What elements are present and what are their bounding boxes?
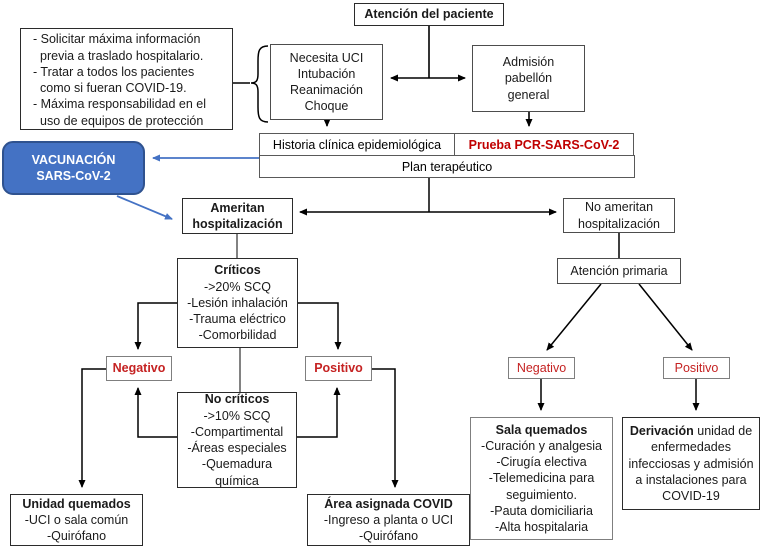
node-label: Positivo	[314, 361, 363, 376]
node-atencion-primaria: Atención primaria	[557, 258, 681, 284]
node-line: SARS-CoV-2	[36, 169, 111, 183]
node-title: Derivación	[629, 424, 694, 438]
node-item: -Trauma eléctrico	[189, 312, 286, 327]
node-line: Admisión	[502, 55, 555, 70]
node-line: Reanimación	[290, 83, 363, 97]
cell-historia-clinica: Historia clínica epidemiológica	[259, 133, 455, 156]
node-ameritan-hospitalizacion: Ameritan hospitalización	[182, 198, 293, 234]
node-negativo-izquierda: Negativo	[106, 356, 172, 381]
historia-plan-table: Historia clínica epidemiológica Prueba P…	[259, 133, 635, 178]
node-admision-pabellon: Admisión pabellón general	[472, 45, 585, 112]
node-item: -Áreas especiales	[187, 441, 287, 455]
node-vacunacion-sars-cov-2: VACUNACIÓN SARS-CoV-2	[2, 141, 145, 195]
node-atencion-paciente: Atención del paciente	[354, 3, 504, 26]
node-title: Sala quemados	[495, 422, 588, 437]
node-item: -Ingreso a planta o UCI	[323, 512, 454, 527]
node-title: Área asignada COVID	[324, 496, 453, 511]
node-label: No ameritan hospitalización	[578, 200, 660, 231]
node-item: -UCI o sala común	[24, 512, 129, 527]
node-criticos: Críticos ->20% SCQ -Lesión inhalación -T…	[177, 258, 298, 348]
node-item: -Telemedicina para seguimiento.	[488, 471, 595, 502]
node-necesita-uci: Necesita UCI Intubación Reanimación Choq…	[270, 44, 383, 120]
node-line: VACUNACIÓN	[31, 152, 116, 167]
node-item: -Cirugía electiva	[496, 455, 587, 470]
node-item: -Quirófano	[46, 529, 107, 544]
node-item: -Quemadura química	[201, 457, 273, 488]
node-line: Intubación	[297, 66, 356, 81]
recomendacion-item: - Máxima responsabilidad en el uso de eq…	[33, 97, 207, 128]
node-item: -Alta hospitalaria	[494, 520, 589, 535]
node-item: -Quirófano	[358, 529, 419, 544]
node-title: Unidad quemados	[22, 496, 131, 511]
node-negativo-derecha: Negativo	[508, 357, 575, 379]
node-title: Críticos	[214, 263, 261, 278]
node-item: -Compartimental	[190, 424, 284, 439]
node-recomendaciones: - Solicitar máxima información previa a …	[20, 28, 233, 130]
node-text: unidad de enfermedades infecciosas y adm…	[628, 424, 754, 503]
node-unidad-quemados: Unidad quemados -UCI o sala común -Quiró…	[10, 494, 143, 546]
node-line: pabellón	[504, 71, 553, 86]
node-positivo-derecha: Positivo	[663, 357, 730, 379]
node-label: Ameritan hospitalización	[192, 200, 283, 231]
node-item: ->20% SCQ	[203, 279, 272, 294]
node-line: general	[507, 87, 550, 102]
node-no-criticos: No críticos ->10% SCQ -Compartimental -Á…	[177, 392, 297, 488]
node-item: ->10% SCQ	[203, 408, 271, 423]
node-item: -Curación y analgesia	[481, 438, 602, 453]
node-item: -Lesión inhalación	[187, 295, 288, 310]
node-label: Positivo	[674, 360, 719, 375]
recomendacion-item: - Tratar a todos los pacientes como si f…	[33, 64, 195, 95]
node-label: Atención del paciente	[364, 7, 494, 22]
node-sala-quemados: Sala quemados -Curación y analgesia -Cir…	[470, 417, 613, 540]
node-label: Negativo	[516, 360, 567, 375]
node-derivacion-covid: Derivación unidad de enfermedades infecc…	[622, 417, 760, 510]
node-line: Choque	[304, 99, 349, 114]
table-row: Plan terapéutico	[259, 155, 635, 178]
cell-prueba-pcr: Prueba PCR-SARS-CoV-2	[454, 133, 634, 156]
node-item: -Pauta domiciliaria	[490, 503, 593, 518]
node-line: Necesita UCI	[289, 50, 364, 65]
node-title: No críticos	[204, 392, 270, 407]
node-area-asignada-covid: Área asignada COVID -Ingreso a planta o …	[307, 494, 470, 546]
node-label: Atención primaria	[570, 263, 668, 278]
cell-plan-terapeutico: Plan terapéutico	[259, 155, 635, 178]
node-no-ameritan-hospitalizacion: No ameritan hospitalización	[563, 198, 675, 233]
node-positivo-izquierda: Positivo	[305, 356, 372, 381]
node-label: Negativo	[112, 361, 166, 376]
node-item: -Comorbilidad	[198, 328, 277, 343]
table-row: Historia clínica epidemiológica Prueba P…	[259, 133, 635, 156]
recomendacion-item: - Solicitar máxima información previa a …	[33, 32, 204, 63]
